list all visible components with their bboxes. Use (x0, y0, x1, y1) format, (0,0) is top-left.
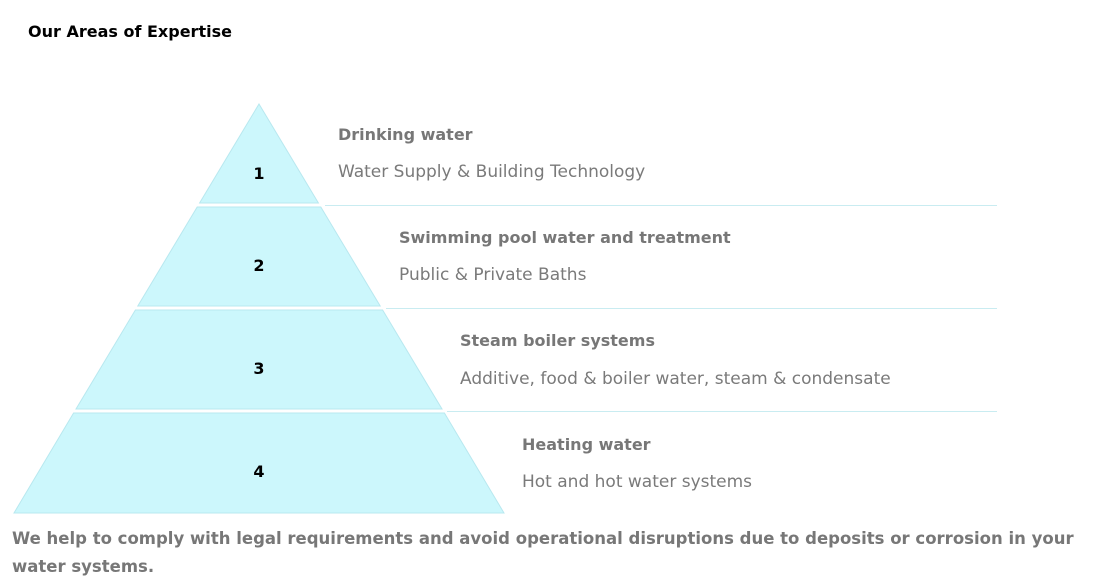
divider (325, 205, 997, 206)
level-heading: Heating water (522, 435, 651, 454)
level-heading: Steam boiler systems (460, 331, 655, 350)
pyramid-level-2 (136, 206, 382, 307)
level-number: 3 (253, 359, 265, 378)
divider (447, 411, 997, 412)
footer-text: We help to comply with legal requirement… (12, 529, 1074, 576)
level-heading: Drinking water (338, 125, 473, 144)
level-description: Water Supply & Building Technology (338, 162, 646, 182)
level-number: 2 (253, 256, 265, 275)
level-number: 1 (253, 164, 265, 183)
pyramid-level-1 (198, 103, 320, 204)
level-description: Additive, food & boiler water, steam & c… (460, 369, 891, 389)
pyramid-level-3 (75, 309, 443, 410)
divider (386, 308, 997, 309)
level-heading: Swimming pool water and treatment (399, 228, 731, 247)
level-number: 4 (253, 462, 265, 481)
level-description: Public & Private Baths (399, 265, 587, 285)
page-title: Our Areas of Expertise (28, 22, 232, 41)
pyramid-level-4 (13, 412, 505, 514)
level-description: Hot and hot water systems (522, 472, 753, 492)
